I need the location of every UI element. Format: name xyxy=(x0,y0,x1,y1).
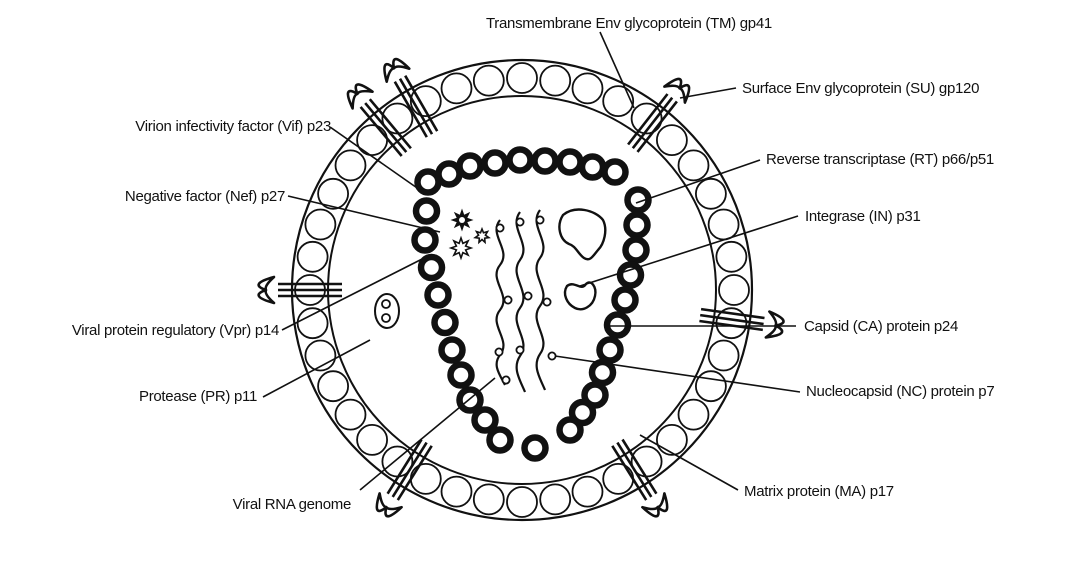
label-rt-p66-p51: Reverse transcriptase (RT) p66/p51 xyxy=(766,151,994,169)
capsid-cone xyxy=(415,150,649,459)
capsid-protein-circle xyxy=(428,285,449,306)
vif-star xyxy=(452,210,472,230)
matrix-protein-circle xyxy=(318,371,348,401)
label-in-p31: Integrase (IN) p31 xyxy=(805,208,921,226)
reverse-transcriptase-shape xyxy=(559,210,605,260)
matrix-protein-circle xyxy=(603,86,633,116)
label-su-gp120: Surface Env glycoprotein (SU) gp120 xyxy=(742,80,979,98)
capsid-protein-circle xyxy=(582,157,603,178)
nucleocapsid-dot xyxy=(502,376,509,383)
nucleocapsid-dot xyxy=(536,216,543,223)
capsid-protein-circle xyxy=(421,257,442,278)
capsid-protein-circle xyxy=(435,312,456,333)
matrix-protein-circle xyxy=(573,73,603,103)
nucleocapsid-dot xyxy=(516,218,523,225)
matrix-protein-circle xyxy=(305,210,335,240)
capsid-protein-circle xyxy=(416,201,437,222)
matrix-protein-circle xyxy=(603,464,633,494)
matrix-protein-circle xyxy=(679,400,709,430)
matrix-protein-circle xyxy=(696,179,726,209)
nucleocapsid-dot xyxy=(516,346,523,353)
label-nef-p27: Negative factor (Nef) p27 xyxy=(125,188,285,206)
nucleocapsid-dot xyxy=(548,352,555,359)
matrix-protein-circle xyxy=(298,308,328,338)
label-tm-gp41: Transmembrane Env glycoprotein (TM) gp41 xyxy=(486,15,772,33)
capsid-protein-circle xyxy=(615,290,636,311)
capsid-protein-circle xyxy=(560,420,581,441)
capsid-protein-circle xyxy=(627,215,648,236)
nucleocapsid-dot xyxy=(543,298,550,305)
matrix-protein-circle xyxy=(540,484,570,514)
label-ma-p17: Matrix protein (MA) p17 xyxy=(744,483,894,501)
label-vif-p23: Virion infectivity factor (Vif) p23 xyxy=(135,118,331,136)
matrix-protein-circle xyxy=(679,150,709,180)
capsid-protein-circle xyxy=(525,438,546,459)
matrix-protein-circle xyxy=(298,242,328,272)
capsid-protein-circle xyxy=(607,315,628,336)
capsid-protein-circle xyxy=(451,365,472,386)
matrix-protein-circle xyxy=(357,425,387,455)
label-viral-rna-genome: Viral RNA genome xyxy=(233,496,351,514)
matrix-protein-circle xyxy=(442,477,472,507)
matrix-protein-circle xyxy=(573,477,603,507)
capsid-protein-circle xyxy=(475,410,496,431)
capsid-protein-circle xyxy=(460,156,481,177)
matrix-protein-circle xyxy=(507,487,537,517)
nucleocapsid-dot xyxy=(496,224,503,231)
matrix-protein-circle xyxy=(411,464,441,494)
capsid-protein-circle xyxy=(535,151,556,172)
nucleocapsid-dot xyxy=(504,296,511,303)
matrix-protein-circle xyxy=(540,66,570,96)
capsid-protein-circle xyxy=(415,230,436,251)
matrix-protein-circle xyxy=(336,150,366,180)
matrix-protein-circle xyxy=(716,242,746,272)
capsid-protein-circle xyxy=(490,430,511,451)
capsid-protein-circle xyxy=(592,362,613,383)
matrix-protein-circle xyxy=(719,275,749,305)
matrix-protein-circle xyxy=(474,484,504,514)
matrix-protein-circle xyxy=(336,400,366,430)
label-nc-p7: Nucleocapsid (NC) protein p7 xyxy=(806,383,994,401)
capsid-protein-circle xyxy=(442,340,463,361)
capsid-protein-circle xyxy=(600,340,621,361)
matrix-protein-circle xyxy=(507,63,537,93)
matrix-protein-circle xyxy=(709,341,739,371)
nucleocapsid-dot xyxy=(495,348,502,355)
capsid-protein-circle xyxy=(605,162,626,183)
label-ca-p24: Capsid (CA) protein p24 xyxy=(804,318,958,336)
matrix-protein-circle xyxy=(696,371,726,401)
nucleocapsid-dot xyxy=(524,292,531,299)
matrix-protein-circle xyxy=(657,125,687,155)
label-pr-p11: Protease (PR) p11 xyxy=(139,388,257,406)
nef-stars xyxy=(451,229,489,258)
capsid-protein-circle xyxy=(626,240,647,261)
capsid-protein-circle xyxy=(510,150,531,171)
matrix-protein-circle xyxy=(657,425,687,455)
nucleocapsid-proteins xyxy=(495,216,555,383)
protease-shape xyxy=(375,294,399,328)
capsid-protein-circle xyxy=(485,153,506,174)
matrix-protein-circle xyxy=(357,125,387,155)
capsid-protein-circle xyxy=(560,152,581,173)
matrix-protein-circle xyxy=(709,210,739,240)
matrix-protein-circle xyxy=(474,66,504,96)
label-vpr-p14: Viral protein regulatory (Vpr) p14 xyxy=(72,322,279,340)
matrix-protein-circle xyxy=(442,73,472,103)
